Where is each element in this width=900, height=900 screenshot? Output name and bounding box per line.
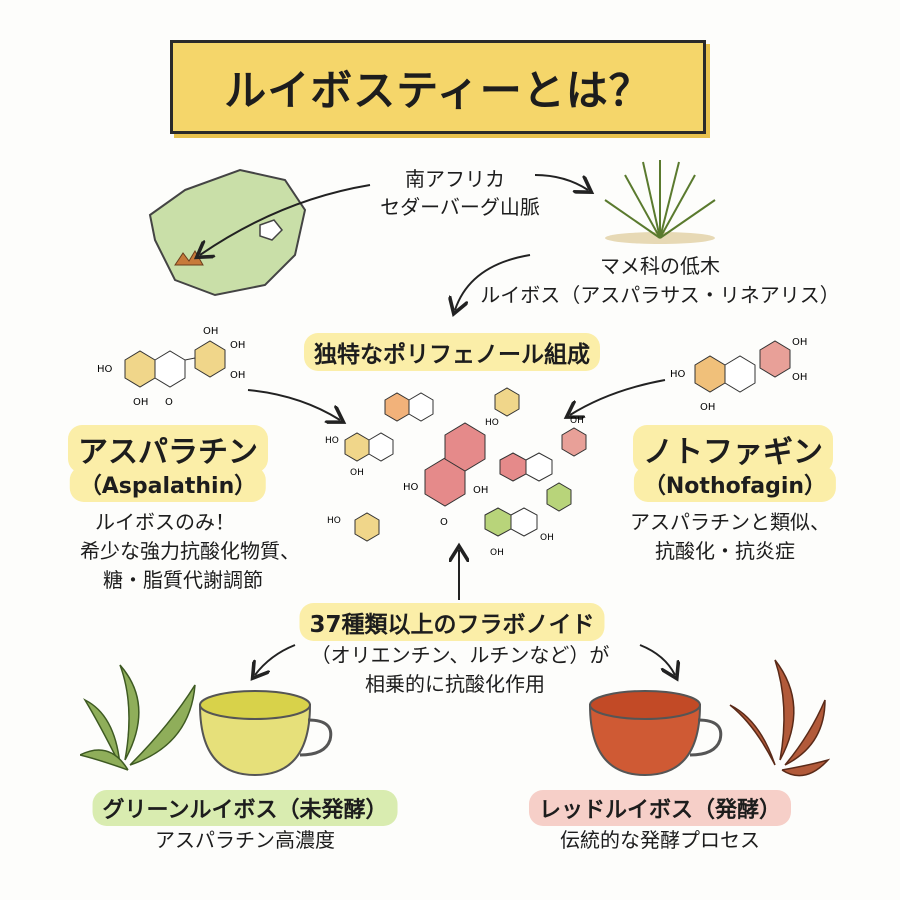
label-ho: HO [97, 364, 113, 375]
label-o: O [440, 517, 448, 528]
title: ルイボスティーとは？ [224, 65, 652, 115]
label-ho: HO [327, 516, 341, 526]
flavonoids-desc-2: 相乗的に抗酸化作用 [365, 672, 545, 696]
label-oh: OH [203, 326, 218, 337]
origin-line1: 南アフリカ [405, 167, 505, 191]
nothofagin-desc-2: 抗酸化・抗炎症 [655, 539, 795, 563]
red-rooibos-tea-cup-icon [588, 659, 830, 777]
label-oh: OH [570, 416, 584, 426]
aspalathin-molecule-icon: HO OH O OH OH OH [97, 326, 245, 408]
label-oh: OH [473, 485, 488, 496]
plant-line2: ルイボス（アスパラサス・リネアリス） [480, 283, 840, 307]
flavonoids-heading: 37種類以上のフラボノイド [299, 603, 605, 641]
green-rooibos-tea-cup-icon [80, 664, 333, 777]
flavonoids-desc-1: （オリエンチン、ルチンなど）が [310, 643, 610, 667]
label-oh: OH [540, 533, 554, 543]
nothofagin-name: ノトファギン [633, 425, 833, 473]
red-rooibos-desc: 伝統的な発酵プロセス [560, 828, 760, 852]
south-africa-map-icon [148, 168, 307, 297]
label-oh: OH [792, 337, 807, 348]
label-oh: OH [230, 370, 245, 381]
aspalathin-name: アスパラチン [68, 425, 268, 473]
green-rooibos-desc: アスパラチン高濃度 [155, 828, 335, 852]
label-oh: OH [133, 397, 148, 408]
title-banner: ルイボスティーとは？ [170, 40, 706, 134]
red-rooibos-name: レッドルイボス（発酵） [528, 790, 792, 826]
aspalathin-desc-3: 糖・脂質代謝調節 [103, 568, 263, 592]
polyphenol-heading: 独特なポリフェノール組成 [304, 333, 600, 371]
flavonoid-cluster-icon: HO OH O HO OH HO OH HO OH OH [325, 387, 587, 558]
aspalathin-desc-2: 希少な強力抗酸化物質、 [80, 539, 300, 563]
label-oh: OH [350, 468, 364, 478]
aspalathin-desc-1: ルイボスのみ！ [95, 510, 235, 534]
nothofagin-desc-1: アスパラチンと類似、 [630, 510, 830, 534]
rooibos-bush-icon [604, 160, 716, 244]
label-ho: HO [403, 482, 419, 493]
label-oh: OH [230, 340, 245, 351]
plant-line1: マメ科の低木 [600, 254, 720, 278]
label-oh: OH [700, 402, 715, 413]
label-oh: OH [792, 372, 807, 383]
aspalathin-latin: （Aspalathin） [69, 466, 267, 502]
label-ho: HO [325, 436, 339, 446]
nothofagin-molecule-icon: HO OH OH OH [670, 337, 807, 413]
origin-line2: セダーバーグ山脈 [380, 195, 540, 219]
label-ho: HO [485, 418, 499, 428]
label-oh: OH [490, 548, 504, 558]
label-o: O [165, 397, 173, 408]
green-rooibos-name: グリーンルイボス（未発酵） [92, 790, 398, 826]
label-ho: HO [670, 369, 686, 380]
nothofagin-latin: （Nothofagin） [633, 466, 837, 502]
